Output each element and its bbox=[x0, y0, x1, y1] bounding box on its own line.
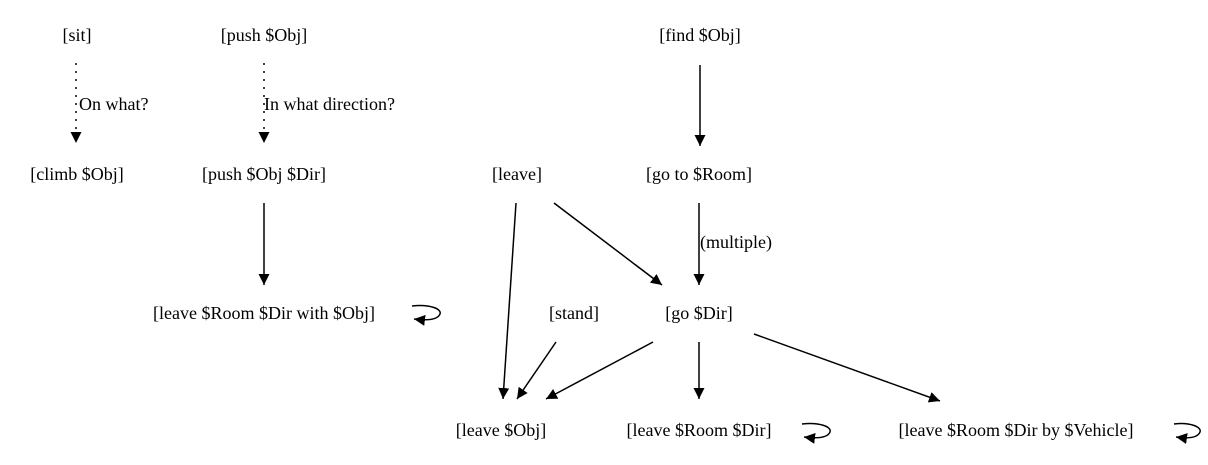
self-loop-leave-room-dir bbox=[801, 422, 831, 444]
self-loop-leave-by-vehicle bbox=[1173, 422, 1201, 444]
node-leave-room-dir-with-obj: [leave $Room $Dir with $Obj] bbox=[153, 303, 375, 323]
node-go-to-room: [go to $Room] bbox=[646, 164, 752, 184]
node-climb-obj: [climb $Obj] bbox=[30, 164, 123, 184]
node-go-dir: [go $Dir] bbox=[665, 303, 732, 323]
node-push-obj-dir: [push $Obj $Dir] bbox=[202, 164, 326, 184]
edge-label-in-what-direction: In what direction? bbox=[264, 94, 395, 114]
node-leave-room-dir: [leave $Room $Dir] bbox=[627, 420, 772, 440]
edge-label-multiple: (multiple) bbox=[700, 232, 772, 253]
node-sit: [sit] bbox=[63, 25, 92, 45]
node-find-obj: [find $Obj] bbox=[659, 25, 740, 45]
edge-go-dir-to-leave-obj bbox=[545, 341, 654, 400]
node-leave-obj: [leave $Obj] bbox=[456, 420, 546, 440]
node-push-obj: [push $Obj] bbox=[221, 25, 308, 45]
self-loop-leave-with-obj bbox=[411, 304, 441, 326]
edge-go-dir-to-leave-by-vehicle bbox=[753, 333, 941, 403]
node-stand: [stand] bbox=[549, 303, 599, 323]
edge-leave-to-go-dir bbox=[553, 202, 663, 286]
node-leave: [leave] bbox=[492, 164, 542, 184]
edge-stand-to-leave-obj bbox=[516, 341, 557, 400]
node-leave-room-dir-by-vehicle: [leave $Room $Dir by $Vehicle] bbox=[899, 420, 1134, 440]
edge-label-on-what: On what? bbox=[79, 94, 148, 114]
edge-leave-to-leave-obj bbox=[498, 202, 517, 400]
